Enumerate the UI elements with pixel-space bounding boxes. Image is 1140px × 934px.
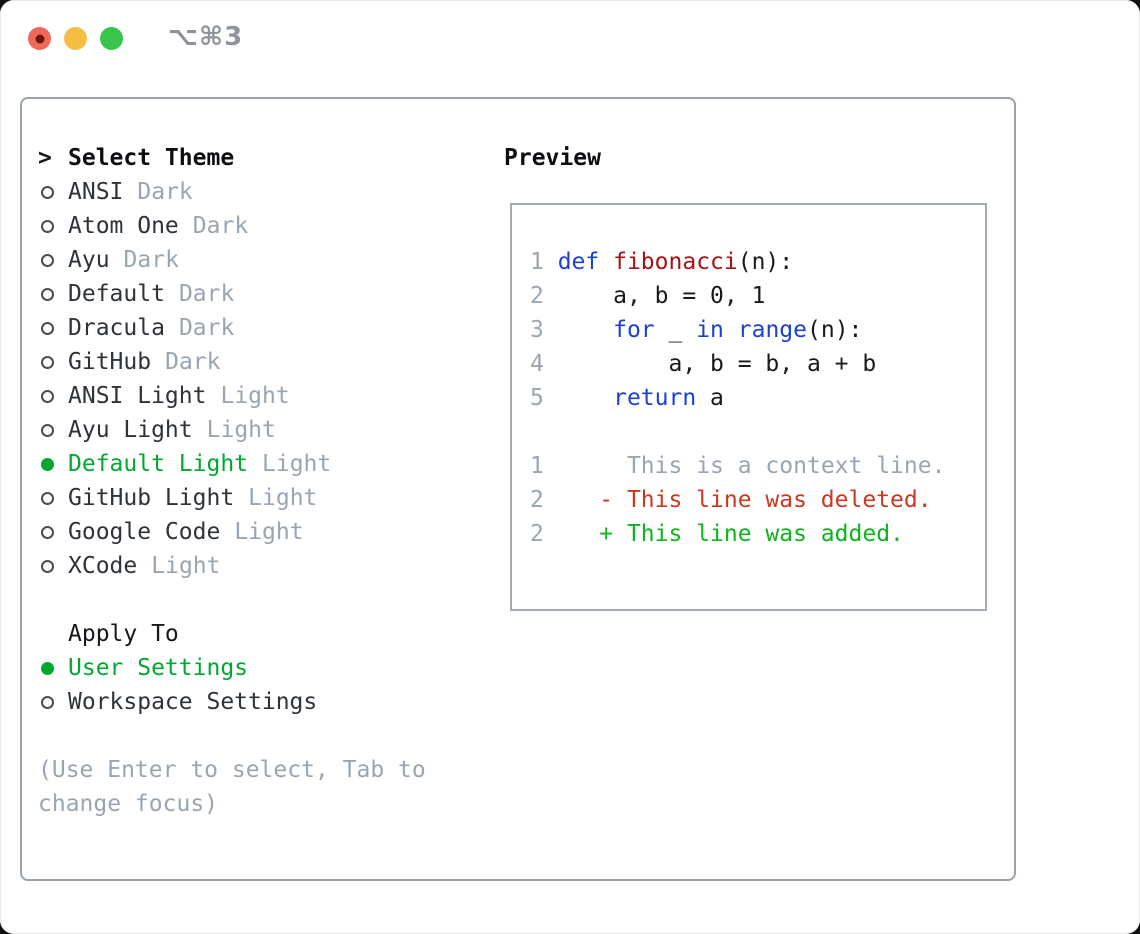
- apply-to-label: Workspace Settings: [68, 689, 318, 715]
- theme-name: Default: [68, 281, 165, 307]
- traffic-lights: [28, 27, 123, 50]
- radio-icon: [41, 355, 54, 369]
- apply-to-title: Apply To: [68, 621, 179, 647]
- theme-name: GitHub Light: [68, 485, 235, 511]
- code-preview: 1 def fibonacci(n): 2 a, b = 0, 1 3 for _ …: [530, 245, 945, 551]
- radio-icon: [41, 525, 54, 539]
- radio-icon: [41, 695, 54, 709]
- preview-pane: 1 def fibonacci(n): 2 a, b = 0, 1 3 for _ …: [510, 203, 987, 611]
- theme-option[interactable]: Ayu Light Light: [38, 413, 426, 447]
- zoom-button[interactable]: [100, 27, 123, 50]
- help-text-line1: (Use Enter to select, Tab to: [38, 757, 426, 783]
- apply-to-option[interactable]: User Settings: [38, 651, 426, 685]
- theme-name: XCode: [68, 553, 138, 579]
- theme-name: GitHub: [68, 349, 152, 375]
- window-title: ⌥⌘3: [168, 22, 244, 52]
- theme-name: Ayu: [68, 247, 110, 273]
- theme-name: ANSI: [68, 179, 124, 205]
- radio-icon: [41, 423, 54, 437]
- theme-name: Dracula: [68, 315, 165, 341]
- theme-variant: Light: [220, 383, 290, 409]
- apply-to-list: User Settings Workspace Settings: [38, 651, 426, 719]
- theme-variant: Dark: [178, 281, 235, 307]
- theme-variant: Dark: [123, 247, 179, 273]
- apply-to-label: User Settings: [68, 655, 249, 681]
- unsaved-dot-icon: [35, 34, 44, 43]
- apply-to-header: Apply To: [38, 617, 426, 651]
- theme-option[interactable]: ANSI Dark: [38, 175, 426, 209]
- close-button[interactable]: [28, 27, 51, 50]
- radio-icon: [41, 219, 54, 233]
- theme-variant: Dark: [192, 213, 249, 239]
- theme-variant: Dark: [178, 315, 235, 341]
- theme-variant: Light: [248, 485, 318, 511]
- radio-icon: [41, 253, 54, 267]
- code-line: 2 - This line was deleted.: [530, 487, 932, 513]
- radio-icon: [41, 559, 54, 573]
- theme-option[interactable]: Google Code Light: [38, 515, 426, 549]
- theme-name: ANSI Light: [68, 383, 207, 409]
- code-line: 4 a, b = b, a + b: [530, 351, 877, 377]
- code-line: [530, 415, 945, 449]
- code-line: 2 + This line was added.: [530, 521, 904, 547]
- theme-option[interactable]: Default Dark: [38, 277, 426, 311]
- spacer: [38, 719, 426, 753]
- theme-variant: Light: [262, 451, 332, 477]
- theme-name: Ayu Light: [68, 417, 193, 443]
- apply-to-option[interactable]: Workspace Settings: [38, 685, 426, 719]
- radio-icon: [41, 457, 54, 471]
- theme-variant: Light: [151, 553, 221, 579]
- preview-title: Preview: [504, 145, 601, 171]
- select-theme-header: > Select Theme: [38, 141, 426, 175]
- theme-option[interactable]: Default Light Light: [38, 447, 426, 481]
- code-line: 1 def fibonacci(n):: [530, 249, 794, 275]
- theme-variant: Dark: [137, 179, 193, 205]
- theme-variant: Light: [234, 519, 304, 545]
- code-line: 3 for _ in range(n):: [530, 317, 863, 343]
- focus-cursor-icon: >: [38, 145, 52, 171]
- radio-icon: [41, 321, 54, 335]
- radio-icon: [41, 389, 54, 403]
- theme-option[interactable]: GitHub Dark: [38, 345, 426, 379]
- code-line: 2 a, b = 0, 1: [530, 283, 766, 309]
- theme-option[interactable]: ANSI Light Light: [38, 379, 426, 413]
- radio-icon: [41, 491, 54, 505]
- theme-option[interactable]: Ayu Dark: [38, 243, 426, 277]
- help-text-line2: change focus): [38, 791, 219, 817]
- theme-option[interactable]: Dracula Dark: [38, 311, 426, 345]
- code-line: 1 This is a context line.: [530, 453, 946, 479]
- code-line: 5 return a: [530, 385, 724, 411]
- titlebar: ⌥⌘3: [0, 0, 1140, 76]
- radio-icon: [41, 185, 54, 199]
- theme-variant: Dark: [165, 349, 221, 375]
- spacer: [38, 583, 426, 617]
- theme-name: Google Code: [68, 519, 221, 545]
- theme-option[interactable]: GitHub Light Light: [38, 481, 426, 515]
- radio-icon: [41, 287, 54, 301]
- theme-option[interactable]: XCode Light: [38, 549, 426, 583]
- minimize-button[interactable]: [64, 27, 87, 50]
- theme-name: Atom One: [68, 213, 179, 239]
- radio-icon: [41, 661, 54, 675]
- theme-name: Default Light: [68, 451, 249, 477]
- theme-variant: Light: [206, 417, 276, 443]
- theme-option[interactable]: Atom One Dark: [38, 209, 426, 243]
- select-theme-title: Select Theme: [68, 145, 235, 171]
